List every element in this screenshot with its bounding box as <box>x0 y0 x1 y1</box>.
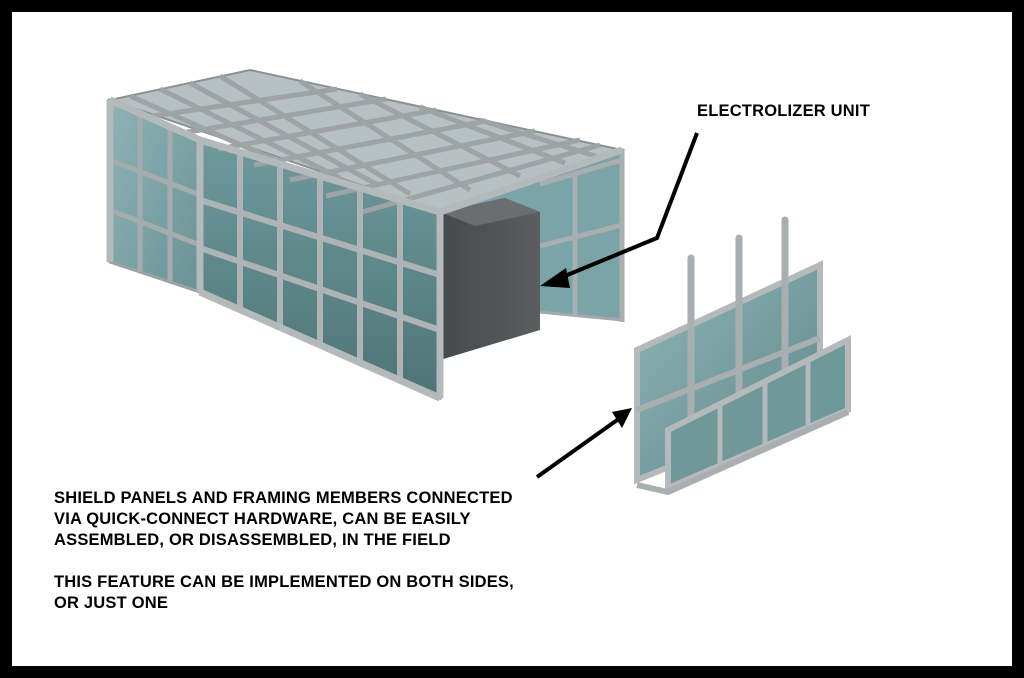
back-wall-framing <box>539 150 625 322</box>
callout-line: SHIELD PANELS AND FRAMING MEMBERS CONNEC… <box>54 489 513 507</box>
callout-text: SHIELD PANELS AND FRAMING MEMBERS CONNEC… <box>54 488 514 614</box>
shield-panel-assembly <box>634 216 851 496</box>
shield-panel-front <box>665 335 851 493</box>
framing-rail <box>635 335 822 413</box>
front-panel-mullions <box>717 360 811 466</box>
callout-paragraph-1: SHIELD PANELS AND FRAMING MEMBERS CONNEC… <box>54 488 514 551</box>
shield-enclosure <box>106 68 626 402</box>
electrolizer-unit <box>440 198 540 360</box>
panel-arrow <box>535 416 622 479</box>
panel-arrow-head <box>612 408 632 428</box>
front-wall-framing <box>199 152 441 381</box>
callout-line: THIS FEATURE CAN BE IMPLEMENTED ON BOTH … <box>54 573 514 591</box>
callout-paragraph-2: THIS FEATURE CAN BE IMPLEMENTED ON BOTH … <box>54 572 514 614</box>
enclosure-end-wall <box>108 97 202 295</box>
roof-framing <box>128 73 601 215</box>
callout-line: ASSEMBLED, OR DISASSEMBLED, IN THE FIELD <box>54 531 451 549</box>
end-wall-framing <box>109 113 201 282</box>
electrolizer-unit-label: ELECTROLIZER UNIT <box>697 102 870 120</box>
enclosure-outer-frame <box>106 96 624 402</box>
callout-line: OR JUST ONE <box>54 594 169 612</box>
electrolizer-arrow <box>559 132 699 280</box>
electrolizer-arrow-head <box>540 268 570 288</box>
panel-base-rail <box>636 409 850 496</box>
callout-line: VIA QUICK-CONNECT HARDWARE, CAN BE EASIL… <box>54 510 471 528</box>
